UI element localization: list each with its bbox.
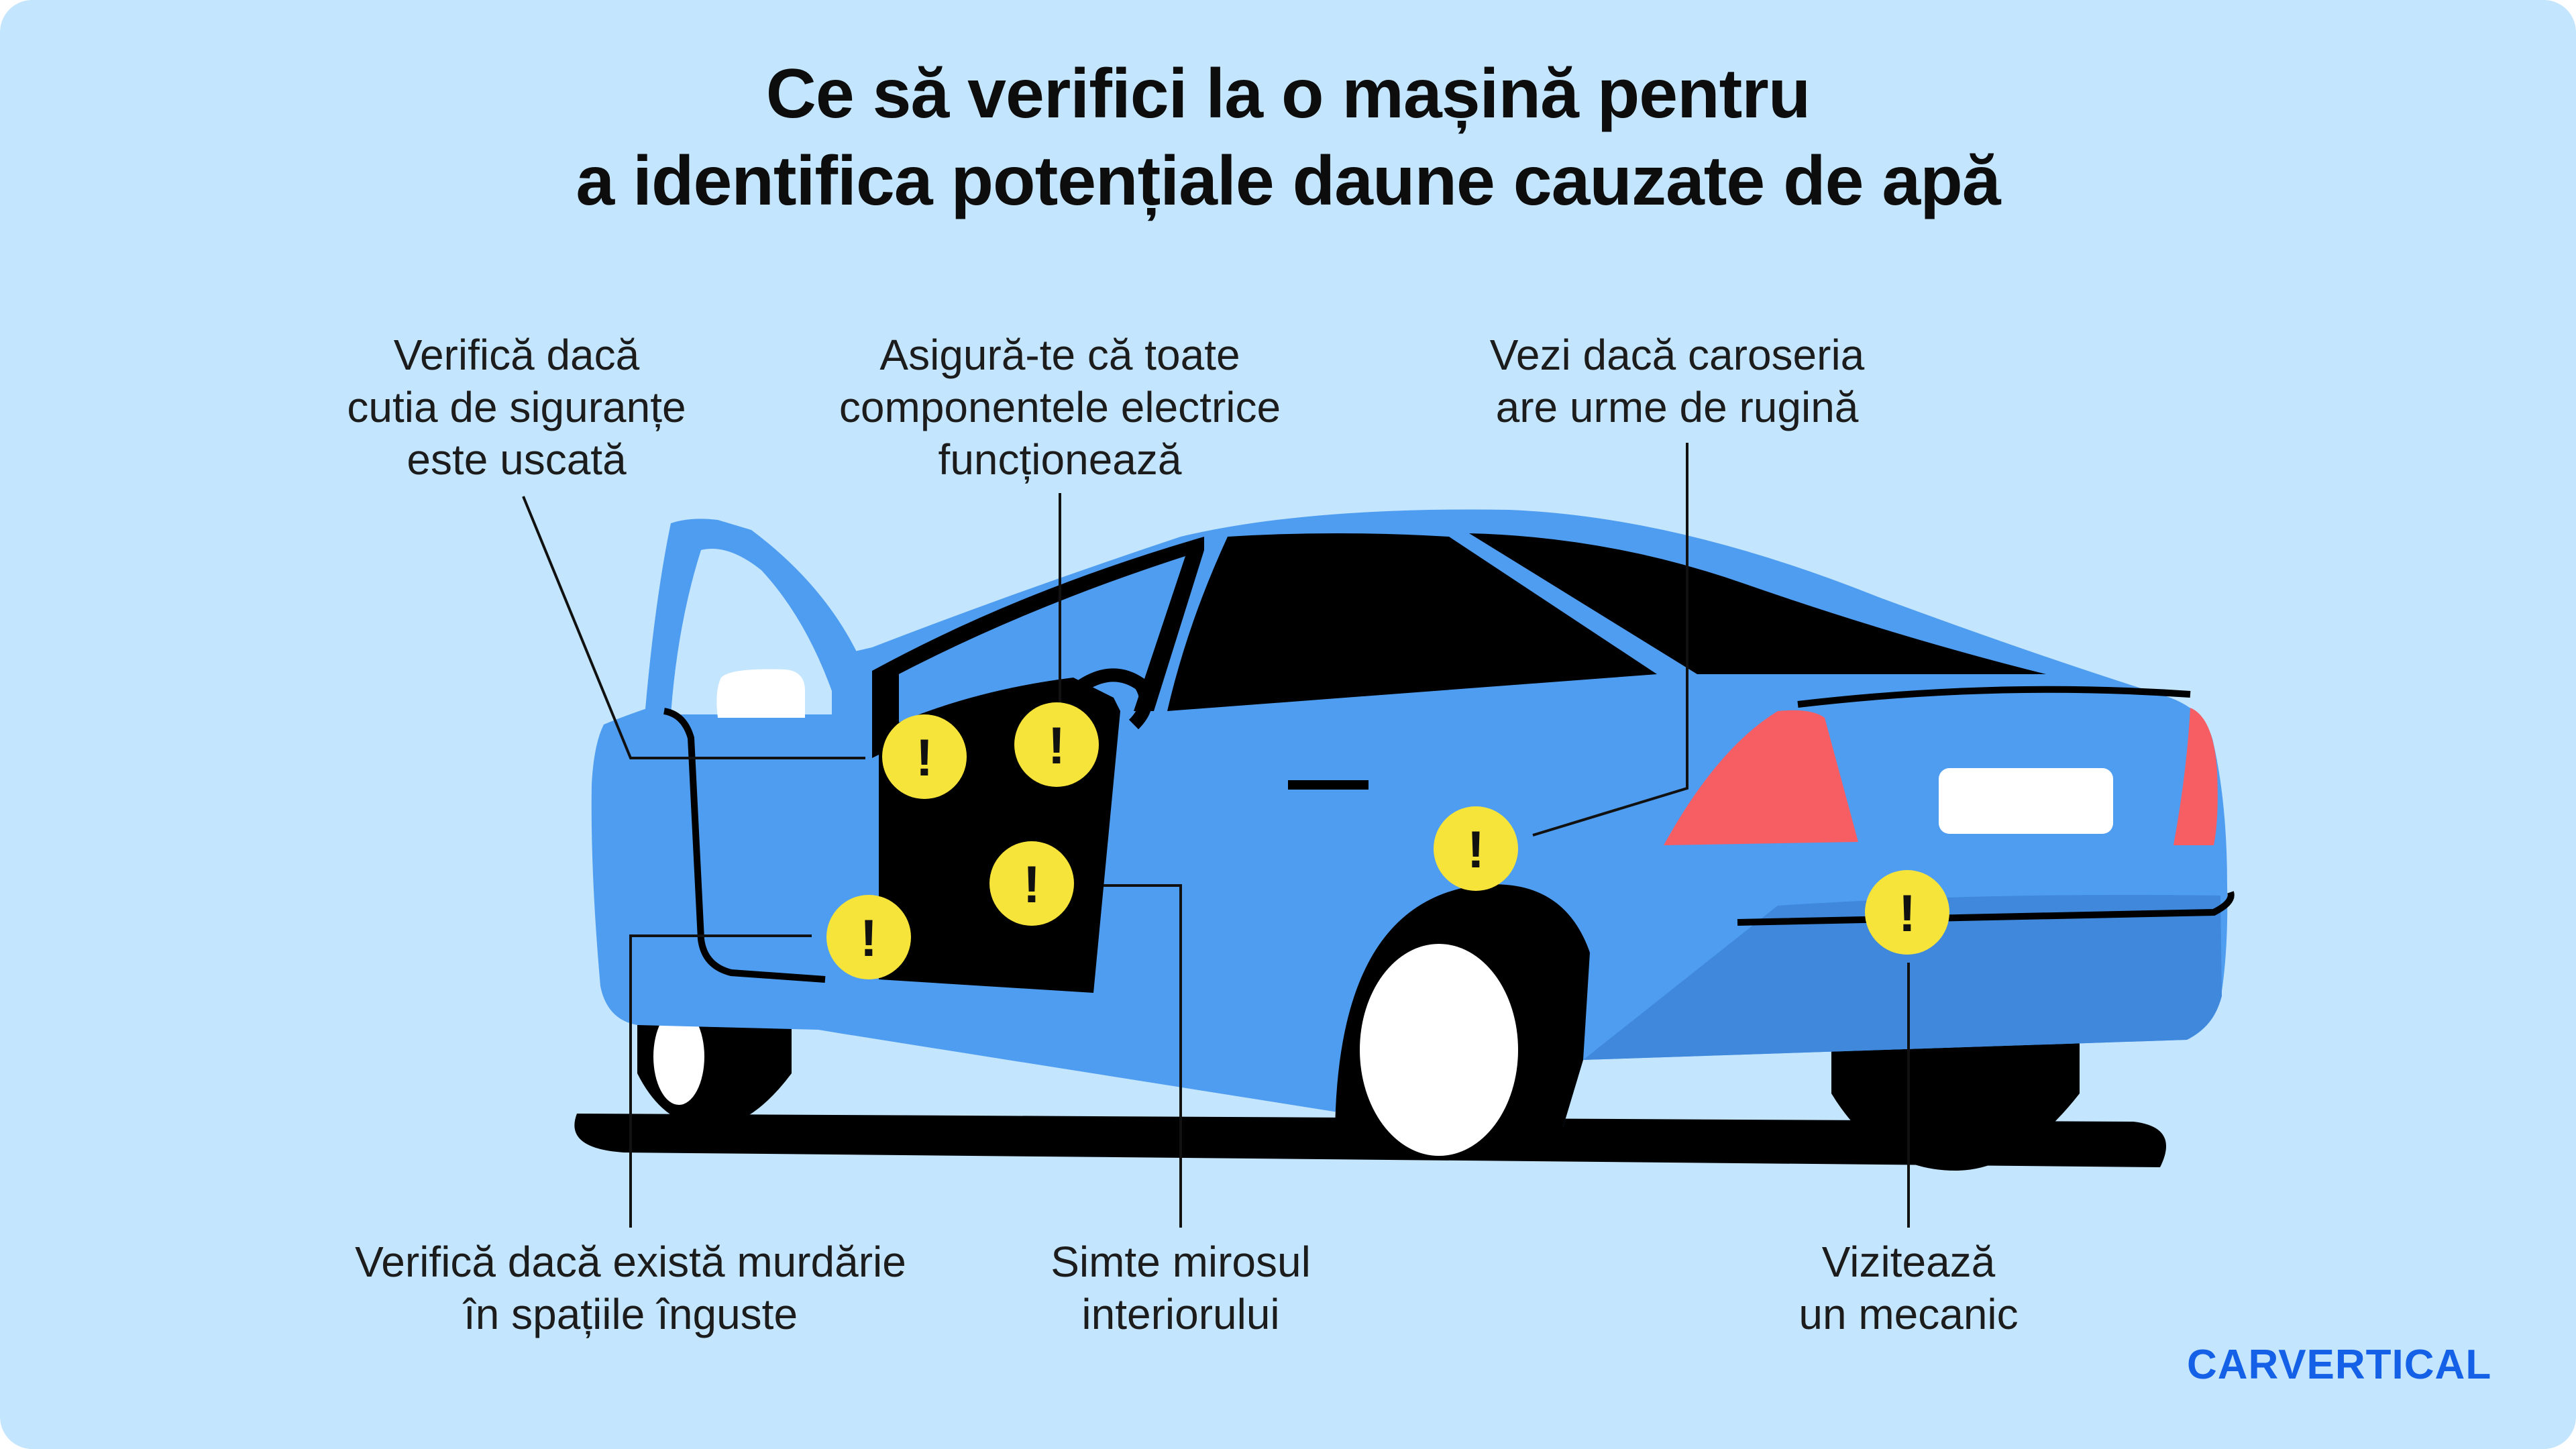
callout-dirt-line: în spațiile înguste [463, 1290, 798, 1338]
rear-side-window [1167, 533, 1657, 711]
callout-mechanic-line: Vizitează [1821, 1238, 1996, 1286]
callout-lines [522, 443, 1910, 1228]
near-wheel [1360, 944, 1518, 1156]
door-handle [1288, 780, 1368, 790]
callout-fuse-box-line: este uscată [407, 435, 627, 484]
line-dirt [629, 934, 812, 1228]
callout-fuse-box-line: cutia de siguranțe [347, 383, 686, 431]
windshield-frame [872, 537, 1204, 678]
title-line-1: Ce să verifici la o mașină pentru [765, 55, 1811, 133]
callout-smell-line: Simte mirosul [1051, 1238, 1311, 1286]
tail-light-left [1664, 710, 1858, 845]
line-smell [1104, 884, 1182, 1228]
door-edge [663, 708, 826, 983]
callout-mechanic-line: un mecanic [1799, 1290, 2019, 1338]
marker-symbol-fuse: ! [916, 728, 933, 787]
callout-fuse-box: Verifică dacă cutia de siguranțe este us… [295, 329, 738, 486]
callout-electrical-line: funcționează [938, 435, 1182, 484]
callout-electrical-line: Asigură-te că toate [879, 331, 1240, 379]
warning-marker-fuse [882, 714, 967, 799]
callout-dirt-line: Verifică dacă există murdărie [355, 1238, 906, 1286]
callout-fuse-box-line: Verifică dacă [393, 331, 640, 379]
far-front-wheel [637, 1006, 792, 1127]
warning-marker-rust [1434, 806, 1518, 891]
carvertical-logo: CARVERTICAL [2187, 1342, 2492, 1388]
marker-symbol-mechanic: ! [1898, 883, 1916, 943]
tail-light-right [2174, 708, 2218, 845]
license-plate [1939, 768, 2113, 834]
callout-dirt: Verifică dacă există murdărie în spațiil… [295, 1236, 966, 1340]
marker-symbol-electrical: ! [1048, 716, 1065, 775]
callout-rust: Vezi dacă caroseria are urme de rugină [1442, 329, 1912, 433]
warning-marker-smell [989, 841, 1074, 926]
callout-smell-line: interiorului [1081, 1290, 1280, 1338]
steering-wheel [1062, 668, 1152, 730]
callout-electrical: Asigură-te că toate componentele electri… [792, 329, 1328, 486]
side-mirror [716, 669, 805, 718]
callout-rust-line: Vezi dacă caroseria [1489, 331, 1865, 379]
warning-markers [826, 702, 1949, 979]
warning-marker-mechanic [1865, 870, 1949, 955]
marker-symbol-smell: ! [1023, 855, 1040, 914]
warning-marker-electrical [1014, 702, 1099, 787]
callout-smell: Simte mirosul interiorului [1006, 1236, 1355, 1340]
line-rust [1532, 443, 1688, 837]
warning-marker-dirt [826, 895, 911, 979]
bumper-line [1737, 891, 2235, 926]
callout-rust-line: are urme de rugină [1495, 383, 1859, 431]
marker-symbol-dirt: ! [860, 908, 877, 967]
trunk-line [1797, 686, 2191, 708]
line-fuse-box [522, 496, 865, 759]
marker-symbol-rust: ! [1467, 820, 1485, 879]
title-line-2: a identifica potențiale daune cauzate de… [576, 142, 2000, 220]
rear-window [1469, 533, 2046, 674]
callout-electrical-line: componentele electrice [839, 383, 1281, 431]
callout-mechanic: Vizitează un mecanic [1734, 1236, 2083, 1340]
body-lower-shade [1583, 895, 2222, 1060]
